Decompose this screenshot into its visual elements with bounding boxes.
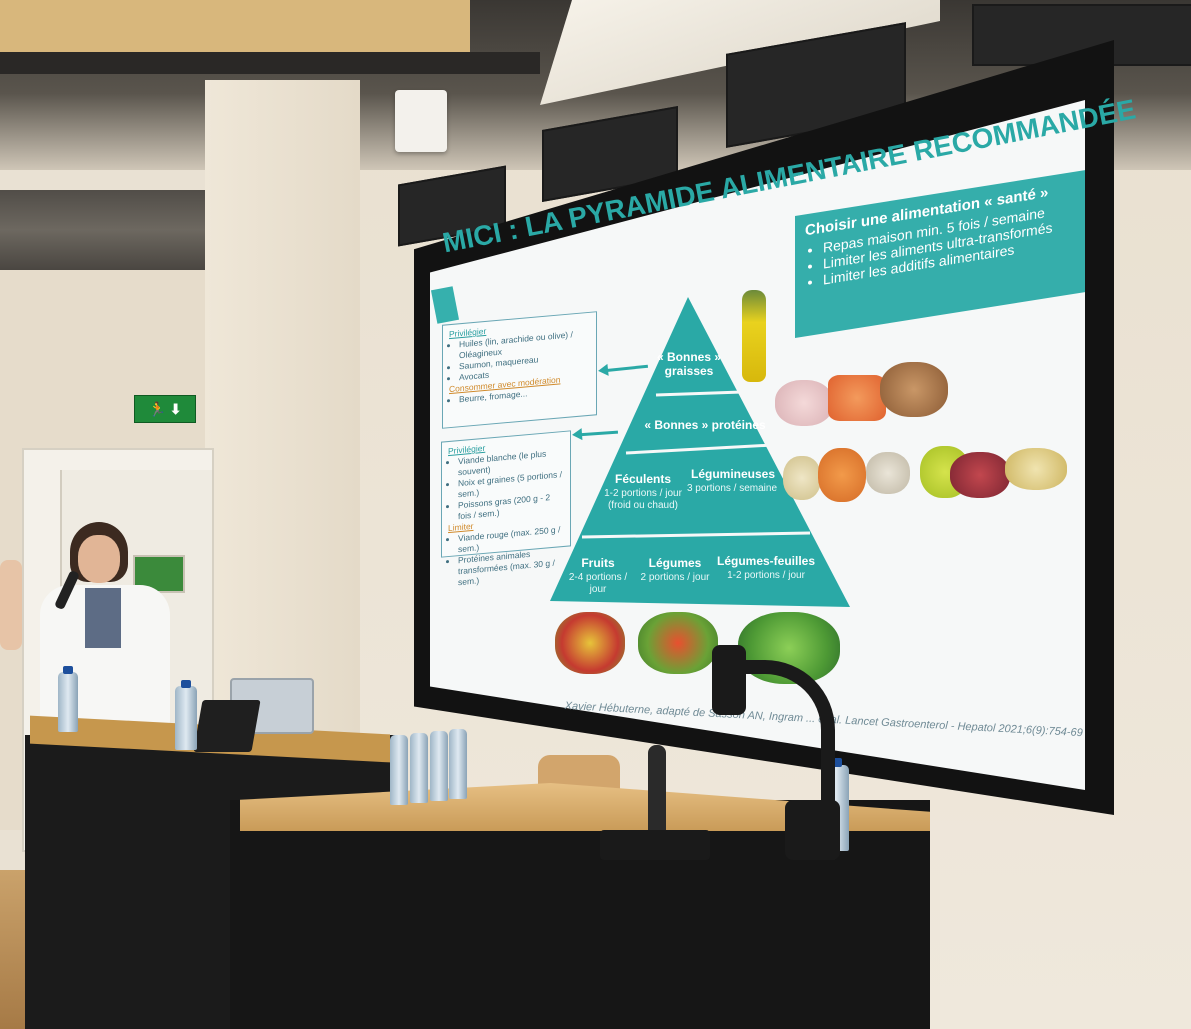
- grains-image: [866, 452, 910, 494]
- document-camera-foot: [785, 800, 840, 860]
- pyramid-top-label: « Bonnes » graisses: [656, 350, 722, 378]
- food-pyramid: [550, 297, 850, 607]
- water-bottle: [390, 735, 408, 805]
- pasta-image: [818, 448, 866, 502]
- ceiling-beam: [0, 0, 470, 52]
- legumineuses-label: Légumineuses: [690, 467, 776, 481]
- feculents-label: Féculents: [614, 472, 671, 486]
- document-camera-base: [600, 830, 710, 860]
- water-bottle: [430, 731, 448, 801]
- legumes-feuilles-label: Légumes-feuilles: [716, 554, 816, 568]
- wall-speaker: [395, 90, 447, 152]
- nuts-image: [880, 362, 948, 417]
- chickpeas-image: [1005, 448, 1067, 490]
- olive-oil-bottle-image: [742, 290, 766, 382]
- microphone-stand: [648, 745, 666, 840]
- rice-image: [783, 456, 821, 500]
- audience-arm: [0, 560, 22, 650]
- bottle-cap: [181, 680, 191, 688]
- water-bottle: [449, 729, 467, 799]
- chicken-image: [775, 380, 833, 426]
- water-bottle: [410, 733, 428, 803]
- fruits-sub: 2-4 portions / jour: [568, 572, 628, 595]
- beans-image: [950, 452, 1010, 498]
- bottle-cap: [830, 758, 842, 767]
- fruits-label: Fruits: [581, 556, 615, 570]
- tablet: [193, 700, 261, 752]
- document-camera-head: [712, 645, 746, 715]
- speaker-face: [78, 535, 120, 583]
- legumes-feuilles-sub: 1-2 portions / jour: [727, 570, 805, 581]
- vegetables-image: [638, 612, 718, 674]
- water-bottle: [175, 686, 197, 750]
- pyramid-middle-label: « Bonnes » protéines: [644, 418, 766, 432]
- legumes-label: Légumes: [648, 556, 702, 570]
- salmon-image: [828, 375, 886, 421]
- ventilation-duct: [0, 190, 215, 270]
- legumineuses-sub: 3 portions / semaine: [686, 483, 778, 494]
- ceiling-beam-shadow: [0, 52, 540, 74]
- exit-sign: 🏃 ⬇: [134, 395, 196, 423]
- fruits-image: [555, 612, 625, 674]
- water-bottle: [58, 672, 78, 732]
- legumes-sub: 2 portions / jour: [640, 572, 710, 583]
- speaker-shirt: [85, 588, 121, 648]
- feculents-sub: 1-2 portions / jour (froid ou chaud): [604, 488, 682, 511]
- bottle-cap: [63, 666, 73, 674]
